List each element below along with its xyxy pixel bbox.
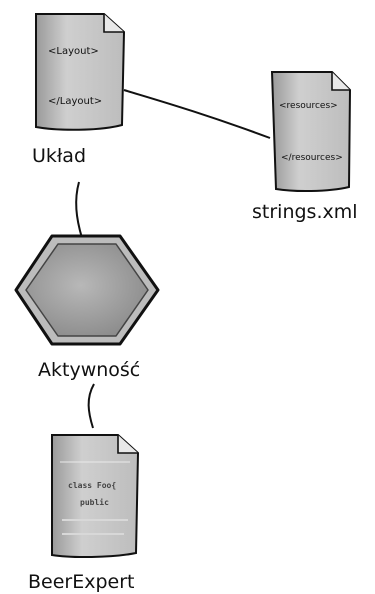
strings-document-icon: <resources> </resources> xyxy=(270,71,352,193)
layout-tag-close: </Layout> xyxy=(48,96,102,107)
layout-tag-open: <Layout> xyxy=(48,46,99,57)
connector-layout-activity xyxy=(75,181,83,239)
layout-document-icon: <Layout> </Layout> xyxy=(35,13,126,131)
strings-tag-close: </resources> xyxy=(281,153,343,163)
layout-label: Układ xyxy=(32,145,86,167)
activity-label: Aktywność xyxy=(38,359,140,381)
connector-layout-strings xyxy=(123,89,271,139)
strings-tag-open: <resources> xyxy=(279,101,338,111)
class-document-icon: class Foo{ public xyxy=(51,434,140,559)
class-code-line1: class Foo{ xyxy=(68,481,116,490)
class-code-line2: public xyxy=(80,497,109,507)
activity-hexagon-icon xyxy=(14,234,160,346)
strings-label: strings.xml xyxy=(252,201,358,223)
class-label: BeerExpert xyxy=(28,571,135,593)
connector-activity-class xyxy=(87,383,95,429)
